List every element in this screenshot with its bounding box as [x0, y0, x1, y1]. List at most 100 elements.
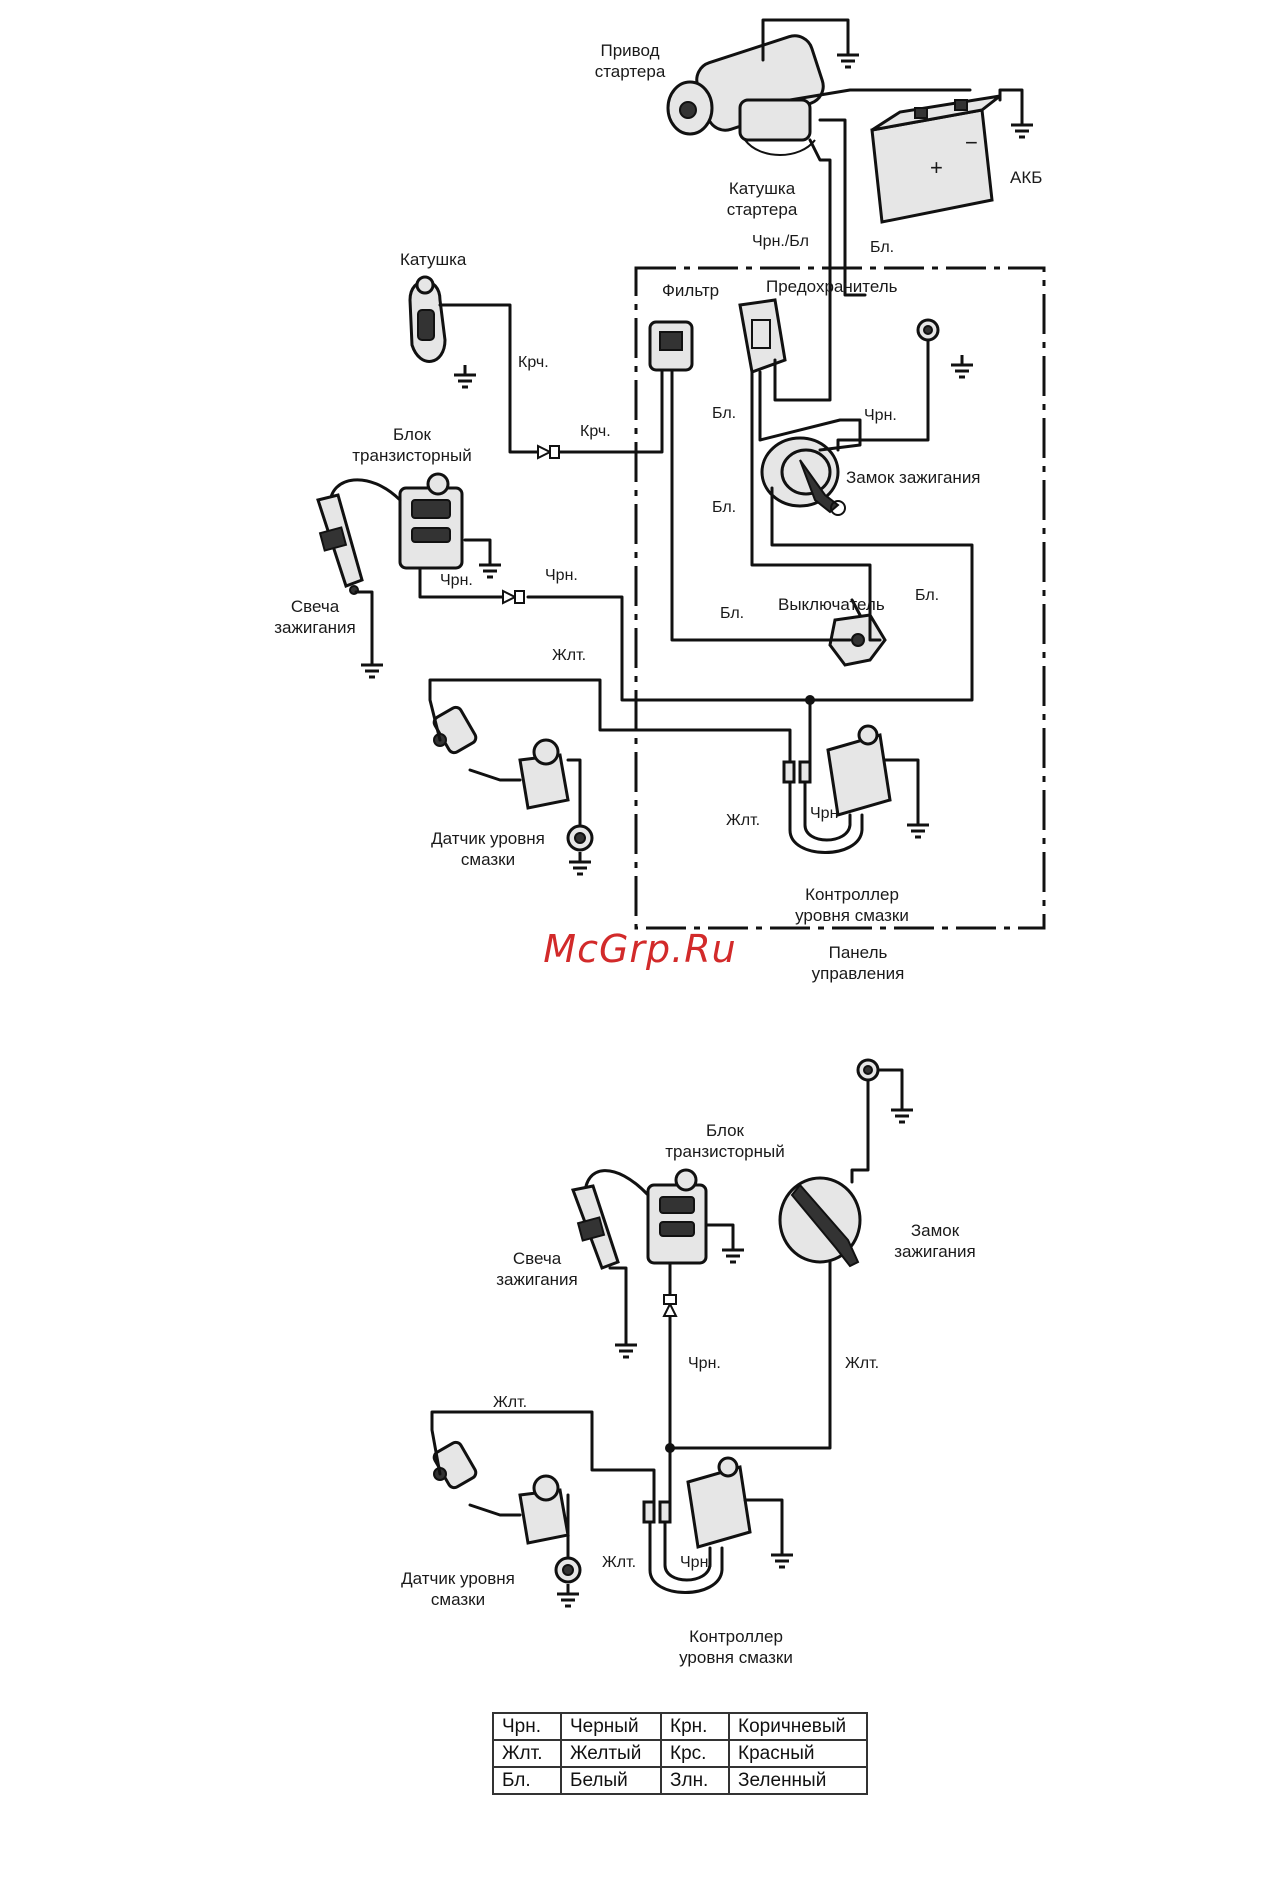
label-line: зажигания	[894, 1242, 976, 1261]
transistor-block-2	[583, 1168, 708, 1265]
label-line: Панель	[829, 943, 888, 962]
label-starter-coil: Катушка стартера	[727, 179, 798, 219]
wire-label: Жлт.	[602, 1554, 636, 1571]
label-line: уровня смазки	[795, 906, 909, 925]
label-switch: Выключатель	[778, 595, 885, 614]
label-oil-controller: Контроллер уровня смазки	[795, 885, 909, 925]
label-line: уровня смазки	[679, 1648, 793, 1667]
legend-color-name: Желтый	[560, 1739, 662, 1768]
label-spark-plug: Свеча зажигания	[274, 597, 356, 637]
legend-color-name: Белый	[560, 1766, 662, 1795]
label-ignition-lock-2: Замок зажигания	[894, 1221, 976, 1261]
wire-label: Бл.	[712, 405, 736, 422]
label-line: Контроллер	[805, 885, 899, 904]
wire-label: Бл.	[870, 239, 894, 256]
label-oil-sensor: Датчик уровня смазки	[431, 829, 545, 869]
label-line: смазки	[431, 1590, 485, 1609]
label-line: Свеча	[291, 597, 340, 616]
legend-color-name: Зеленный	[728, 1766, 868, 1795]
label-line: транзисторный	[665, 1142, 784, 1161]
connector-krch	[537, 445, 560, 459]
label-line: Датчик уровня	[431, 829, 545, 848]
wire-label: Бл.	[915, 587, 939, 604]
label-filter: Фильтр	[662, 281, 719, 300]
wire-label: Чрн./Бл	[752, 233, 809, 250]
wire-label: Крч.	[580, 423, 611, 440]
wire-label: Чрн.	[545, 567, 578, 584]
wire-label: Жлт.	[726, 812, 760, 829]
wire-label: Чрн.	[440, 572, 473, 589]
label-line: Контроллер	[689, 1627, 783, 1646]
wire-label: Бл.	[720, 605, 744, 622]
connector-chrn	[502, 590, 525, 604]
label-oil-sensor-2: Датчик уровня смазки	[401, 1569, 515, 1609]
label-ignition-lock: Замок зажигания	[846, 468, 981, 487]
legend-abbreviation: Бл.	[492, 1766, 562, 1795]
wire-label: Жлт.	[493, 1394, 527, 1411]
label-line: Блок	[706, 1121, 745, 1140]
battery: + −	[870, 94, 1001, 224]
wire-label: Бл.	[712, 499, 736, 516]
svg-text:−: −	[965, 130, 978, 155]
label-oil-controller-2: Контроллер уровня смазки	[679, 1627, 793, 1667]
label-coil: Катушка	[400, 250, 467, 269]
diagram-simplified: Блок транзисторный Замок зажигания Свеча за…	[401, 1058, 976, 1667]
label-line: Свеча	[513, 1249, 562, 1268]
label-line: зажигания	[496, 1270, 578, 1289]
legend-abbreviation: Жлт.	[492, 1739, 562, 1768]
legend-color-name: Коричневый	[728, 1712, 868, 1741]
oil-sensor	[432, 705, 594, 852]
ignition-coil	[408, 275, 447, 363]
wire-label: Жлт.	[552, 647, 586, 664]
wire-label: Чрн.	[864, 407, 897, 424]
label-line: стартера	[595, 62, 666, 81]
wire-label: Крч.	[518, 354, 549, 371]
label-line: Привод	[600, 41, 659, 60]
label-control-panel: Панель управления	[812, 943, 905, 983]
legend-abbreviation: Чрн.	[492, 1712, 562, 1741]
ignition-lock-2	[778, 1176, 862, 1268]
legend-abbreviation: Крн.	[660, 1712, 730, 1741]
label-line: стартера	[727, 200, 798, 219]
legend-color-name: Черный	[560, 1712, 662, 1741]
fuse	[738, 298, 787, 375]
control-panel-boundary	[634, 266, 1046, 930]
label-battery: АКБ	[1010, 168, 1042, 187]
watermark: McGrp.Ru	[543, 927, 736, 971]
label-line: Блок	[393, 425, 432, 444]
wire-label: Чрн.	[688, 1355, 721, 1372]
label-line: Датчик уровня	[401, 1569, 515, 1588]
label-fuse: Предохранитель	[766, 277, 898, 296]
wire-label: Чрн.	[680, 1554, 713, 1571]
label-spark-plug-2: Свеча зажигания	[496, 1249, 578, 1289]
label-line: управления	[812, 964, 905, 983]
label-line: транзисторный	[352, 446, 471, 465]
label-line: Катушка	[729, 179, 796, 198]
ignition-lock	[760, 436, 846, 516]
legend-color-name: Красный	[728, 1739, 868, 1768]
legend-abbreviation: Крс.	[660, 1739, 730, 1768]
oil-controller	[782, 724, 892, 854]
starter-drive	[666, 34, 825, 156]
oil-sensor-2	[432, 1440, 582, 1584]
legend-abbreviation: Злн.	[660, 1766, 730, 1795]
label-transistor-block: Блок транзисторный	[352, 425, 471, 465]
label-line: Замок	[911, 1221, 960, 1240]
label-line: зажигания	[274, 618, 356, 637]
transistor-block	[328, 472, 464, 570]
connector-chrn-2	[663, 1294, 677, 1317]
label-starter-drive: Привод стартера	[595, 41, 666, 81]
oil-controller-2	[642, 1456, 752, 1594]
label-transistor-block-2: Блок транзисторный	[665, 1121, 784, 1161]
wire-label: Жлт.	[845, 1355, 879, 1372]
label-line: смазки	[461, 850, 515, 869]
diagram-full: + −	[274, 18, 1046, 983]
svg-text:+: +	[930, 155, 943, 180]
filter	[648, 320, 694, 372]
spark-plug-2	[570, 1184, 620, 1270]
